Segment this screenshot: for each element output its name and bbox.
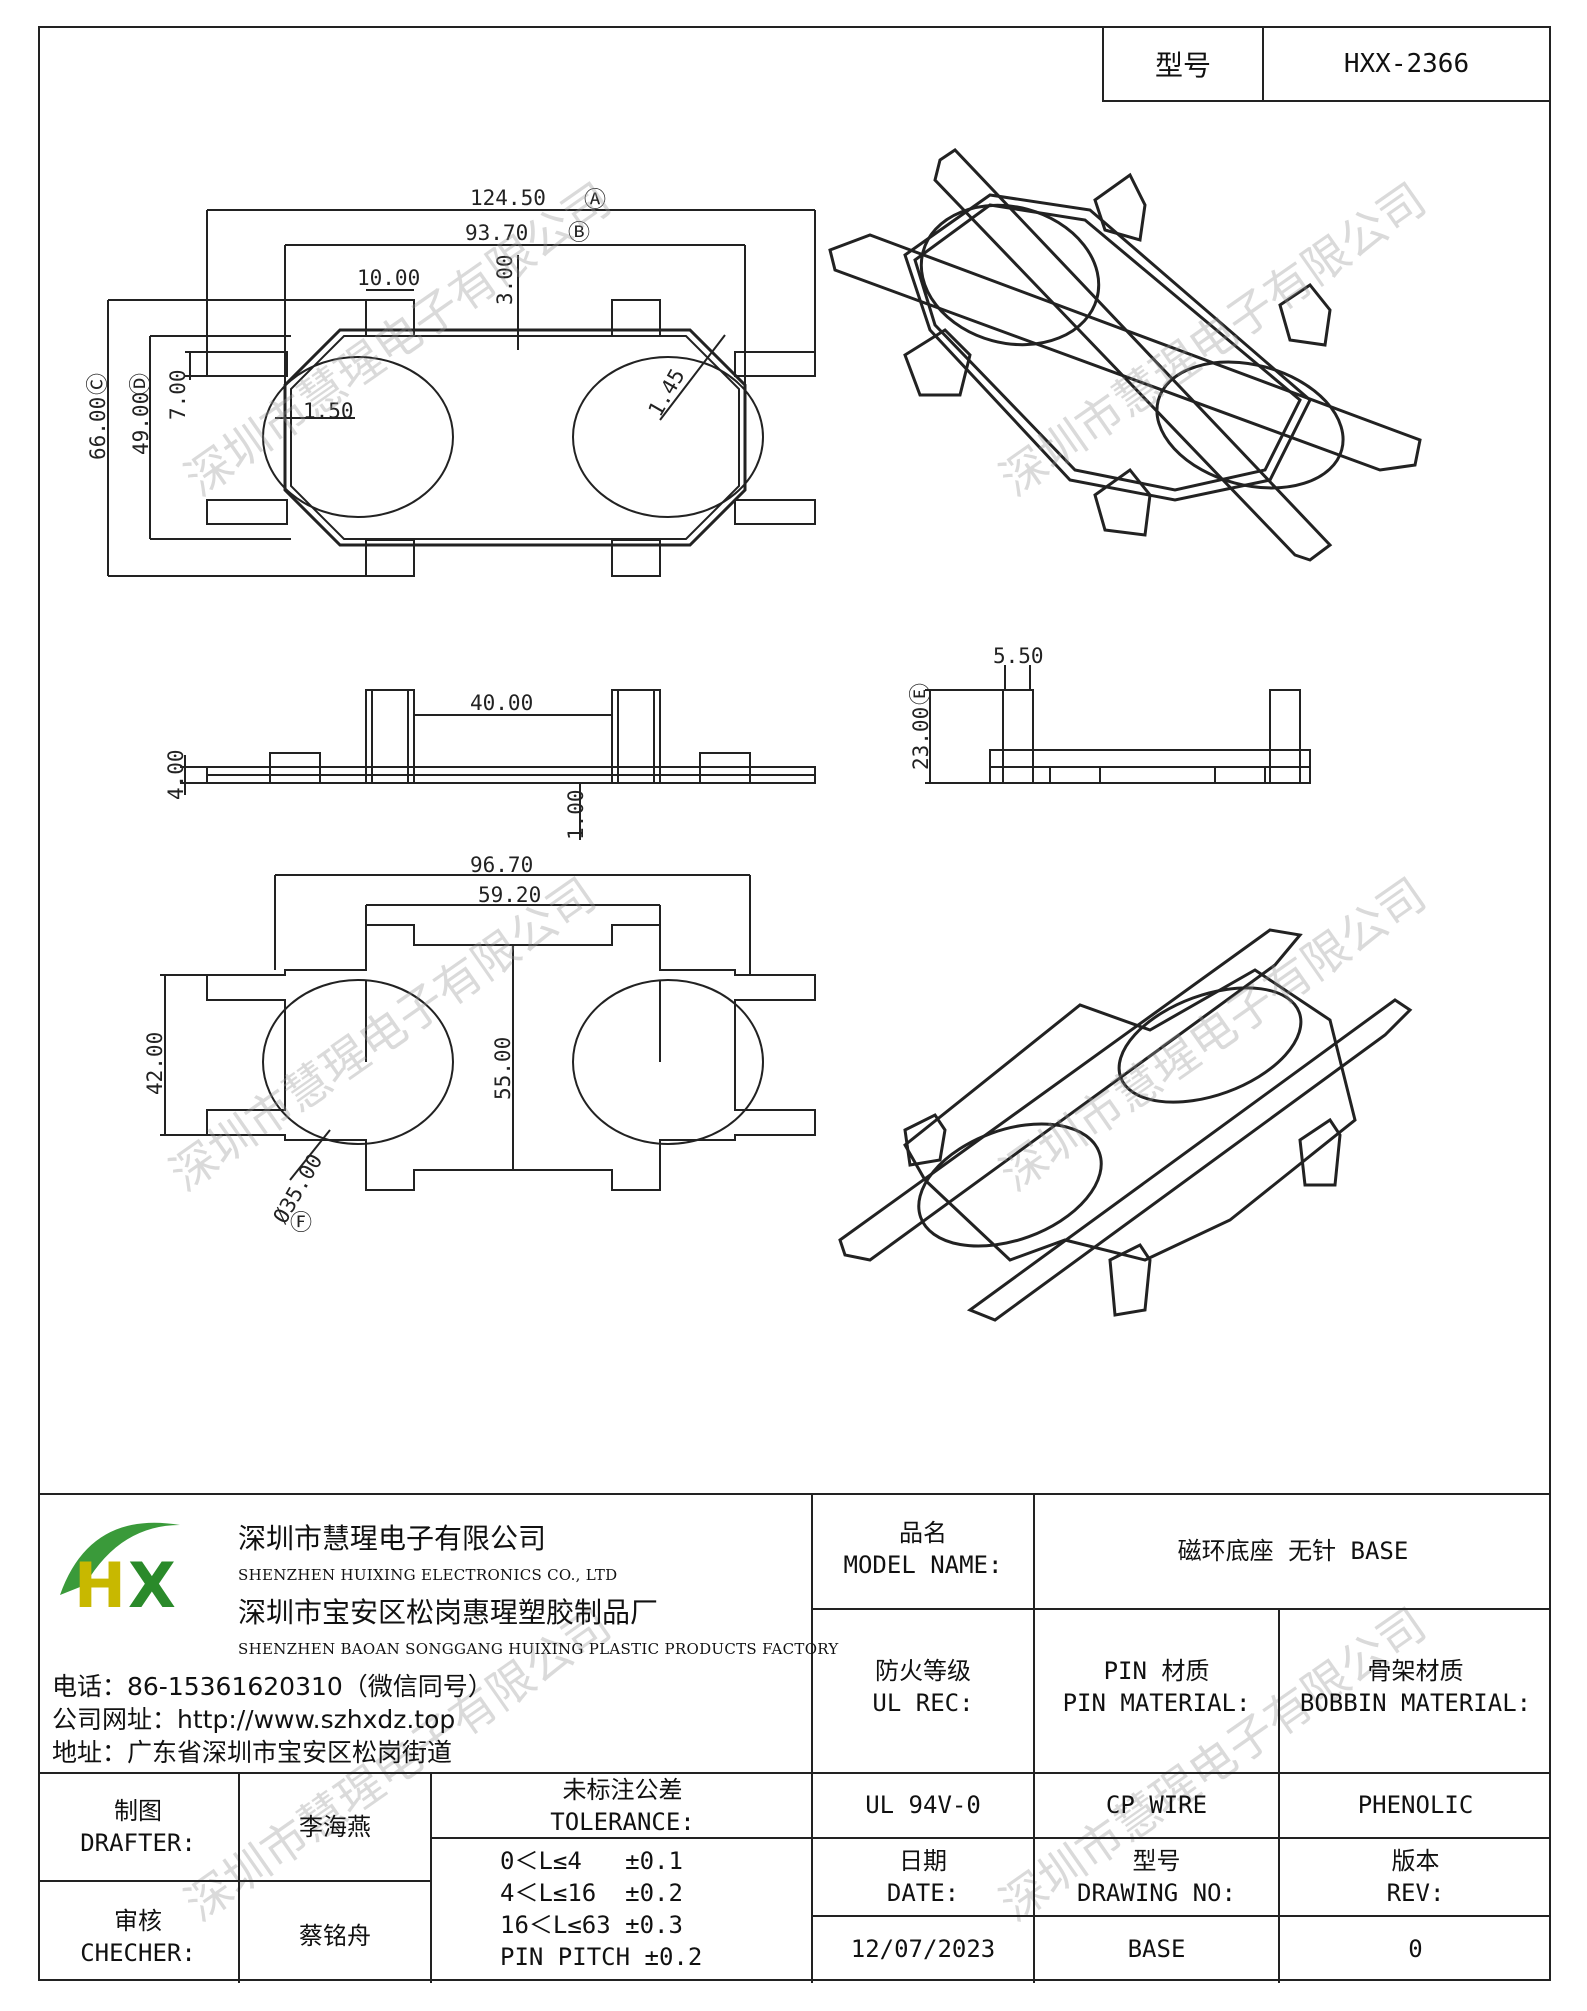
logo-swoosh-icon	[60, 1522, 180, 1595]
model-name-label: 品名 MODEL NAME:	[813, 1517, 1033, 1581]
company-name-en: SHENZHEN HUIXING ELECTRONICS CO., LTD	[238, 1566, 618, 1584]
date-label-cn: 日期	[899, 1847, 947, 1875]
bottom-view	[160, 874, 816, 1191]
front-view-dims: 40.00 4.00 1.00	[164, 691, 588, 840]
factory-name-en: SHENZHEN BAOAN SONGGANG HUIXING PLASTIC …	[238, 1640, 839, 1658]
bobbin-label-en: BOBBIN MATERIAL:	[1299, 1689, 1532, 1717]
dim-5-50: 5.50	[993, 644, 1044, 668]
rev-label-cn: 版本	[1391, 1847, 1440, 1875]
pin-label-cn: PIN 材质	[1103, 1657, 1210, 1685]
date-label: 日期 DATE:	[813, 1845, 1033, 1909]
dim-49-00: 49.00	[129, 392, 153, 455]
checker-label-cn: 审核	[114, 1907, 162, 1935]
dim-tag-e: Ⓔ	[909, 683, 934, 705]
dim-66-00: 66.00	[86, 397, 110, 460]
checker-label: 审核 CHECHER:	[38, 1905, 238, 1969]
tolerance-label-en: TOLERANCE:	[550, 1808, 695, 1836]
dim-124-50: 124.50	[470, 186, 546, 210]
tolerance-label: 未标注公差 TOLERANCE:	[432, 1774, 813, 1838]
bobbin-label: 骨架材质 BOBBIN MATERIAL:	[1280, 1655, 1551, 1719]
dim-42-00: 42.00	[143, 1032, 167, 1095]
dim-1-00: 1.00	[564, 789, 588, 840]
side-view-dims: 5.50 23.00 Ⓔ	[909, 644, 1044, 770]
model-number-box: 型号 HXX-2366	[1102, 26, 1551, 102]
tolerance-line: PIN PITCH ±0.2	[500, 1943, 703, 1971]
dim-55-00: 55.00	[491, 1037, 515, 1100]
drafter-label-cn: 制图	[114, 1797, 162, 1825]
title-block: H X 深圳市慧瑆电子有限公司 SHENZHEN HUIXING ELECTRO…	[38, 1493, 1551, 1983]
dim-59-20: 59.20	[478, 883, 541, 907]
tolerance-line: 0＜L≤4 ±0.1	[500, 1847, 683, 1875]
date-value: 12/07/2023	[850, 1935, 996, 1963]
pin-label: PIN 材质 PIN MATERIAL:	[1035, 1655, 1278, 1719]
rev-value: 0	[1408, 1935, 1423, 1963]
drafter-label: 制图 DRAFTER:	[38, 1795, 238, 1859]
pin-label-en: PIN MATERIAL:	[1062, 1689, 1251, 1717]
model-name-value: 磁环底座 无针 BASE	[1177, 1537, 1409, 1565]
iso-view-bottom	[838, 928, 1413, 1322]
dim-tag-b: Ⓑ	[568, 221, 590, 246]
bobbin-label-cn: 骨架材质	[1367, 1657, 1464, 1685]
company-phone: 电话：86-15361620310（微信同号）	[52, 1672, 493, 1701]
top-view-dims: 124.50 Ⓐ 93.70 Ⓑ 10.00 3.00 1.50 1.45 7.…	[86, 186, 690, 460]
date-label-en: DATE:	[886, 1879, 960, 1907]
tolerance-line: 4＜L≤16 ±0.2	[500, 1879, 683, 1907]
company-address: 地址：广东省深圳市宝安区松岗街道	[52, 1738, 453, 1767]
company-website[interactable]: 公司网址：http://www.szhxdz.top	[52, 1705, 456, 1734]
hx-logo: H X	[60, 1522, 180, 1615]
factory-name-cn: 深圳市宝安区松岗惠瑆塑胶制品厂	[238, 1596, 659, 1629]
logo-h-letter: H	[74, 1549, 126, 1615]
model-name-label-en: MODEL NAME:	[843, 1551, 1003, 1579]
company-name-cn: 深圳市慧瑆电子有限公司	[238, 1522, 547, 1555]
dim-tag-a: Ⓐ	[584, 188, 606, 213]
ul-label: 防火等级 UL REC:	[813, 1655, 1033, 1719]
dim-7-00: 7.00	[166, 369, 190, 420]
model-label: 型号	[1104, 28, 1264, 100]
front-view	[180, 689, 816, 840]
pin-value: CP WIRE	[1105, 1791, 1208, 1819]
dim-tag-d: Ⓓ	[129, 373, 154, 395]
dim-23-00: 23.00	[909, 707, 933, 770]
dim-3-00: 3.00	[493, 254, 517, 305]
dim-96-70: 96.70	[470, 853, 533, 877]
dim-1-50: 1.50	[303, 399, 354, 423]
top-view	[107, 209, 816, 577]
tolerance-list: 0＜L≤4 ±0.1 4＜L≤16 ±0.2 16＜L≤63 ±0.3 PIN …	[500, 1845, 702, 1973]
ul-label-cn: 防火等级	[875, 1657, 971, 1685]
dim-93-70: 93.70	[465, 221, 528, 245]
tolerance-label-cn: 未标注公差	[562, 1776, 683, 1804]
technical-drawing: 124.50 Ⓐ 93.70 Ⓑ 10.00 3.00 1.50 1.45 7.…	[86, 148, 1422, 1322]
dim-tag-f: Ⓕ	[290, 1211, 312, 1236]
ul-value: UL 94V-0	[865, 1791, 981, 1819]
dim-10-00: 10.00	[357, 266, 420, 290]
drawing-no-label-cn: 型号	[1132, 1847, 1181, 1875]
bottom-view-dims: 96.70 59.20 42.00 55.00 Ø35.00 Ⓕ	[143, 853, 541, 1236]
bobbin-value: PHENOLIC	[1357, 1791, 1474, 1819]
side-view	[925, 665, 1311, 784]
model-value: HXX-2366	[1343, 49, 1470, 79]
checker-label-en: CHECHER:	[80, 1939, 196, 1967]
drawing-no-label-en: DRAWING NO:	[1077, 1879, 1236, 1907]
logo-x-letter: X	[128, 1549, 176, 1615]
tolerance-line: 16＜L≤63 ±0.3	[500, 1911, 683, 1939]
drafter-label-en: DRAFTER:	[80, 1829, 196, 1857]
drawing-frame	[38, 26, 1551, 1981]
drafter-value: 李海燕	[299, 1813, 371, 1841]
dim-4-00: 4.00	[164, 749, 188, 800]
rev-label: 版本 REV:	[1280, 1845, 1551, 1909]
iso-view-top	[828, 148, 1422, 562]
ul-label-en: UL REC:	[872, 1689, 974, 1717]
rev-label-en: REV:	[1386, 1879, 1445, 1907]
checker-value: 蔡铭舟	[299, 1922, 371, 1950]
dim-tag-c: Ⓒ	[86, 373, 111, 395]
model-name-label-cn: 品名	[899, 1519, 947, 1547]
dim-1-45: 1.45	[644, 365, 690, 421]
drawing-no-value: BASE	[1127, 1935, 1186, 1963]
dim-40-00: 40.00	[470, 691, 533, 715]
drawing-no-label: 型号 DRAWING NO:	[1035, 1845, 1278, 1909]
